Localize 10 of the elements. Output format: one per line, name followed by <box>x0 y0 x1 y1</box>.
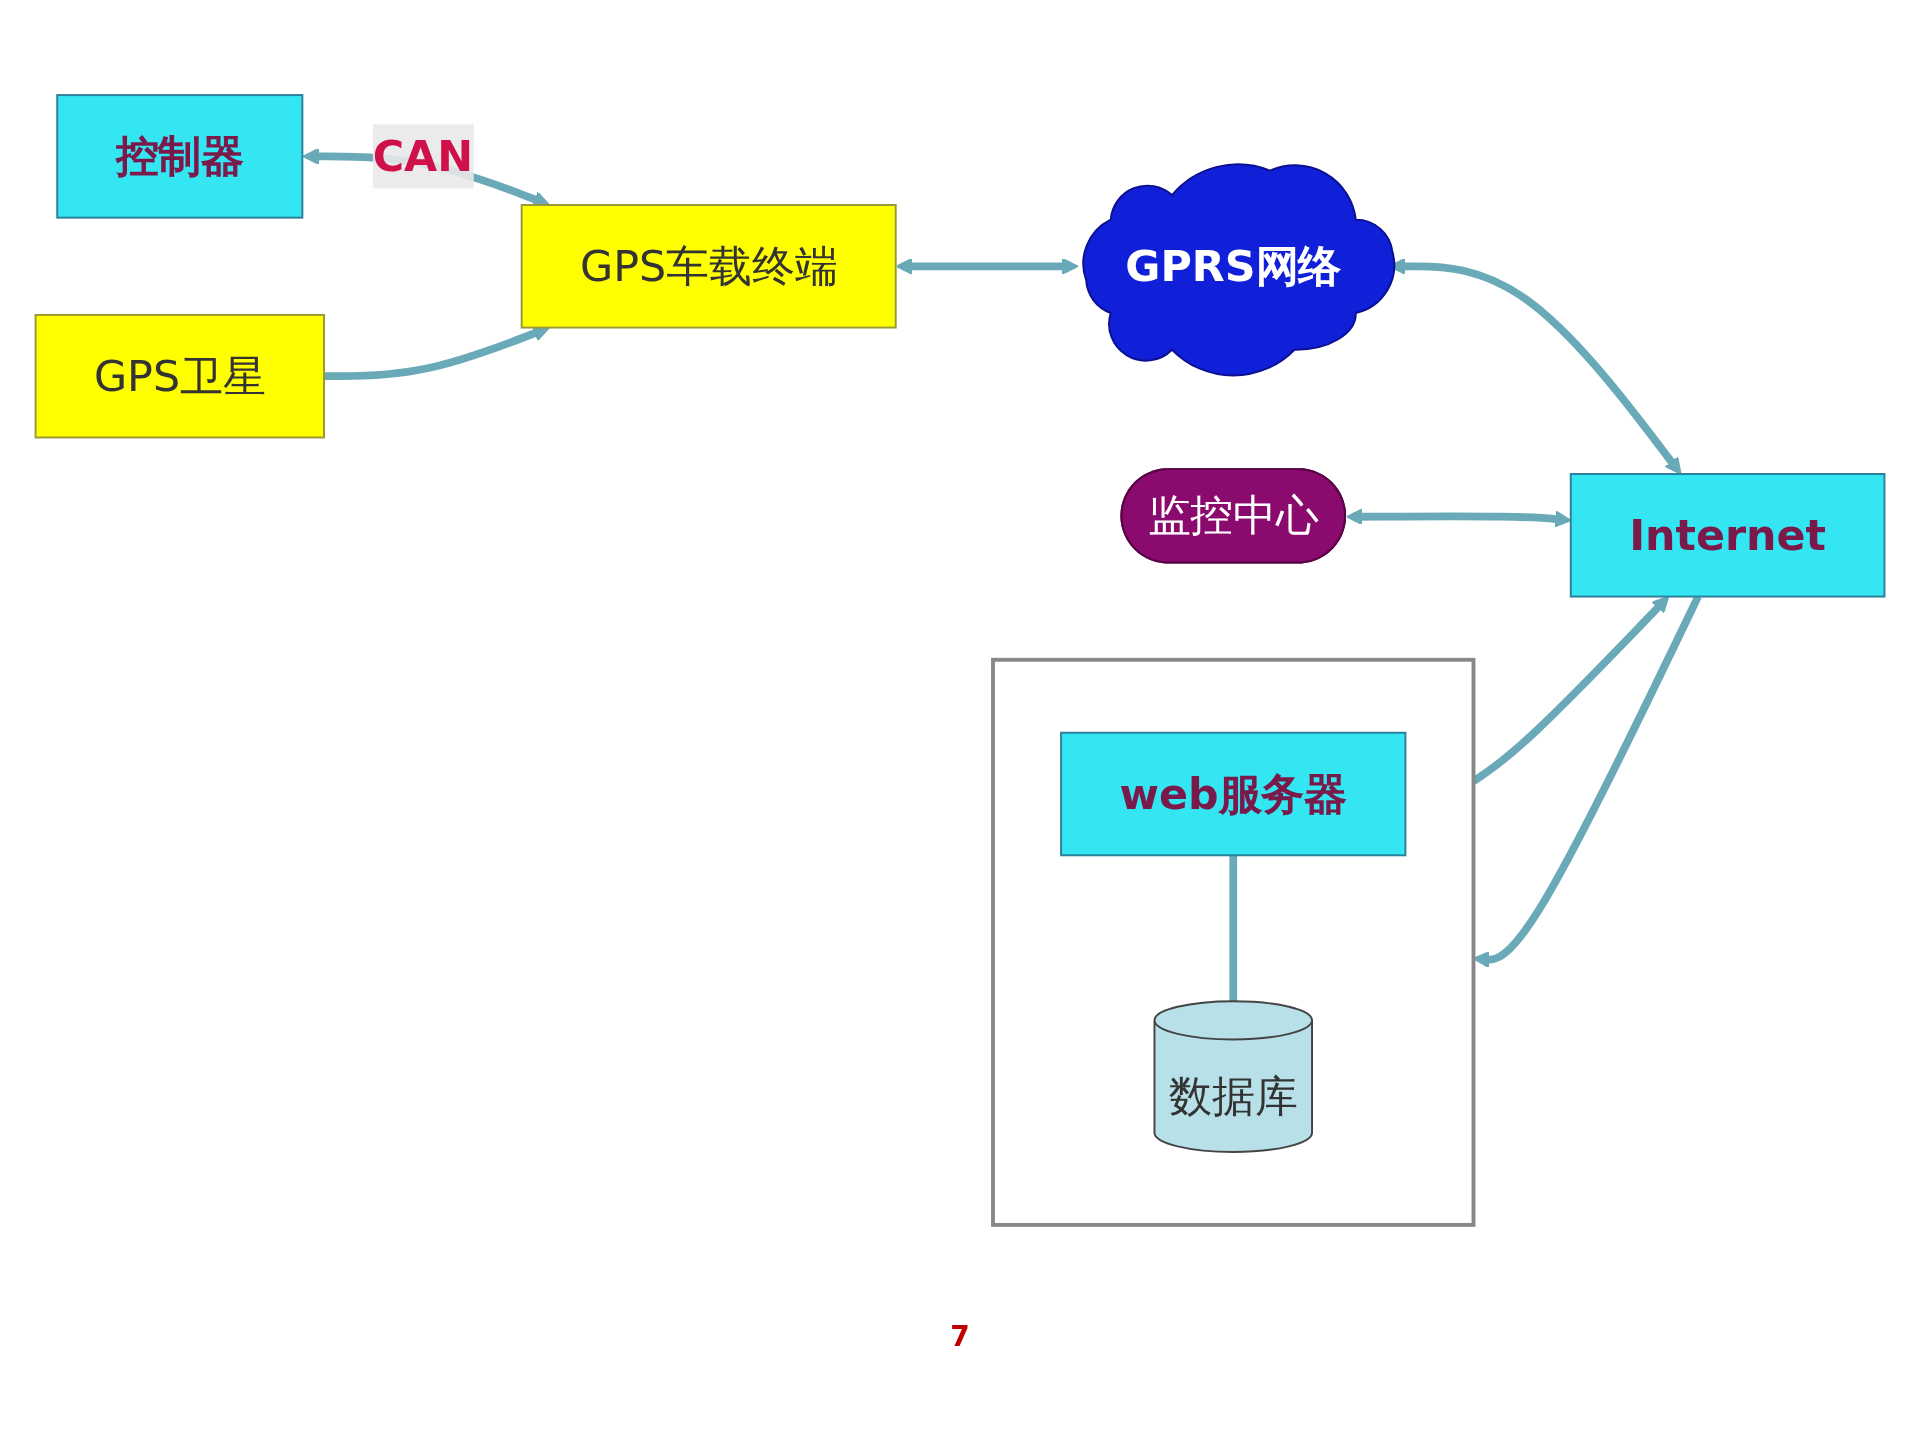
page-number: 7 <box>950 1320 970 1353</box>
node-box: web服务器 <box>1060 731 1407 857</box>
node-box: GPS车载终端 <box>520 204 897 329</box>
cluster <box>991 657 1476 1227</box>
node-box: 控制器 <box>56 94 304 219</box>
node-box: Internet <box>1569 473 1886 598</box>
node-box: GPS卫星 <box>34 313 325 439</box>
edge-label: CAN <box>372 132 474 181</box>
arrow <box>895 257 1079 275</box>
connector <box>1229 855 1238 1002</box>
